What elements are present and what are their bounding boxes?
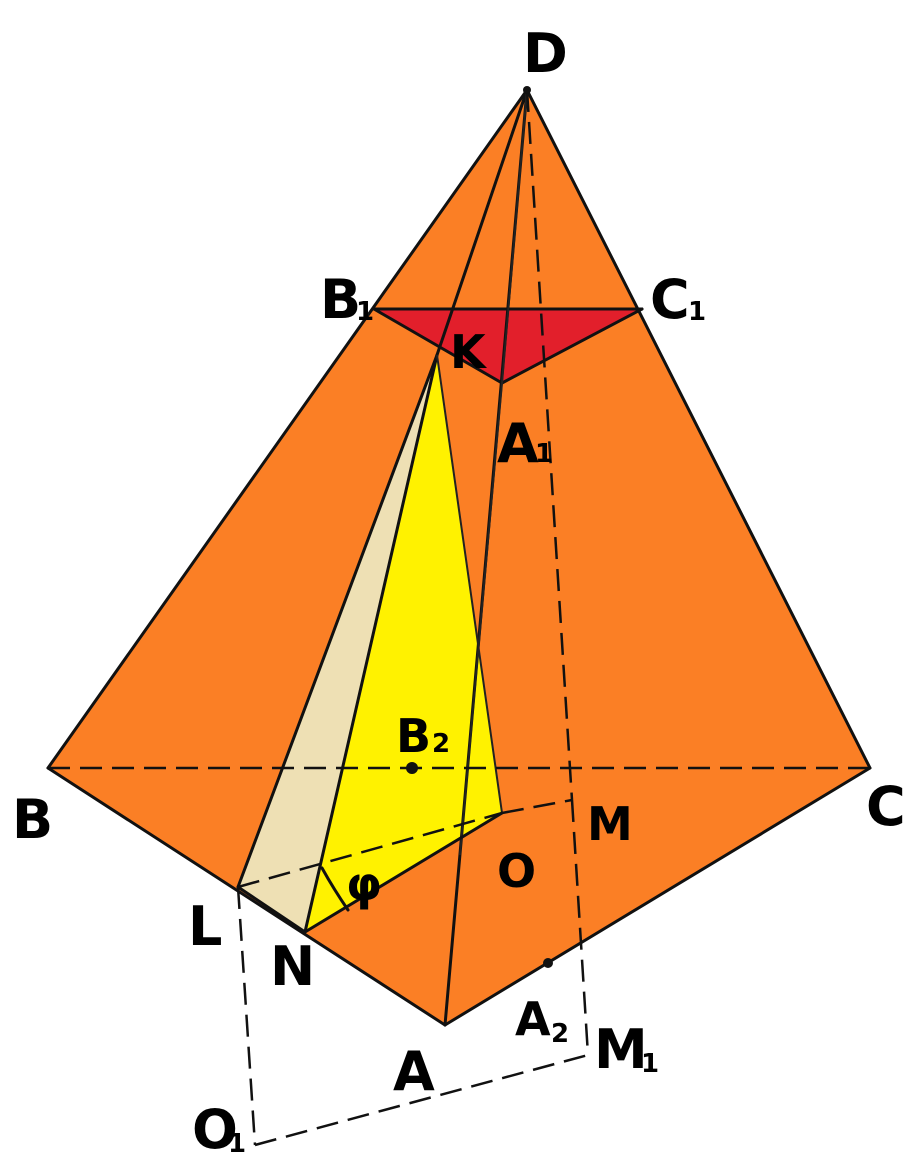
visible-edges xyxy=(46,88,872,1027)
hidden-mm1 xyxy=(570,799,590,1056)
angle-phi-arc xyxy=(320,866,350,912)
label-c1-sub: 1 xyxy=(688,297,706,327)
edge-ln xyxy=(236,885,307,934)
point-b2 xyxy=(406,762,418,774)
label-a1: A xyxy=(497,412,539,475)
edge-da1 xyxy=(501,89,528,384)
label-n: N xyxy=(270,935,315,998)
label-o1: O xyxy=(192,1098,238,1161)
edge-kn xyxy=(303,353,439,934)
edge-db xyxy=(46,88,529,770)
label-b2: B xyxy=(396,709,431,763)
label-b2-sub: 2 xyxy=(432,729,450,759)
vertex-labels: D B 1 C 1 K A 1 B 2 B C M O φ L N A A 2 … xyxy=(12,22,906,1161)
label-c: C xyxy=(866,775,906,838)
hidden-lines xyxy=(48,89,870,1147)
hidden-lo1 xyxy=(236,886,257,1146)
label-m: M xyxy=(587,797,633,851)
label-a2-sub: 2 xyxy=(551,1019,569,1049)
edge-a1-down xyxy=(459,382,503,856)
label-m1-sub: 1 xyxy=(641,1049,659,1079)
label-b: B xyxy=(12,788,53,851)
edge-ba xyxy=(46,766,447,1027)
label-b1: B xyxy=(320,268,361,331)
label-l: L xyxy=(188,895,222,958)
label-a1-sub: 1 xyxy=(535,439,553,469)
hidden-o1m1 xyxy=(254,1053,589,1147)
edge-kl xyxy=(236,353,439,889)
edge-b1a1 xyxy=(372,307,504,385)
label-a: A xyxy=(393,1040,435,1103)
section-kno xyxy=(305,355,502,932)
hidden-lo xyxy=(237,811,503,889)
label-k: K xyxy=(450,325,488,379)
edge-ca xyxy=(443,766,872,1027)
label-o1-sub: 1 xyxy=(228,1129,246,1159)
label-c1: C xyxy=(650,268,690,331)
label-phi: φ xyxy=(346,857,382,911)
edge-dk xyxy=(435,88,529,357)
label-d: D xyxy=(523,22,568,85)
label-a2: A xyxy=(515,992,551,1046)
label-b1-sub: 1 xyxy=(356,297,374,327)
section-kln xyxy=(238,355,437,932)
point-a2 xyxy=(543,958,553,968)
section-a1b1c1 xyxy=(374,309,642,383)
edge-ko xyxy=(436,354,503,814)
label-o: O xyxy=(497,844,536,898)
edge-c1a1 xyxy=(500,307,644,385)
label-m1: M xyxy=(594,1018,648,1081)
point-d xyxy=(523,86,531,94)
hidden-om xyxy=(501,798,573,815)
hidden-dm xyxy=(525,89,574,801)
edge-dc xyxy=(525,88,872,770)
edge-no xyxy=(303,811,504,934)
